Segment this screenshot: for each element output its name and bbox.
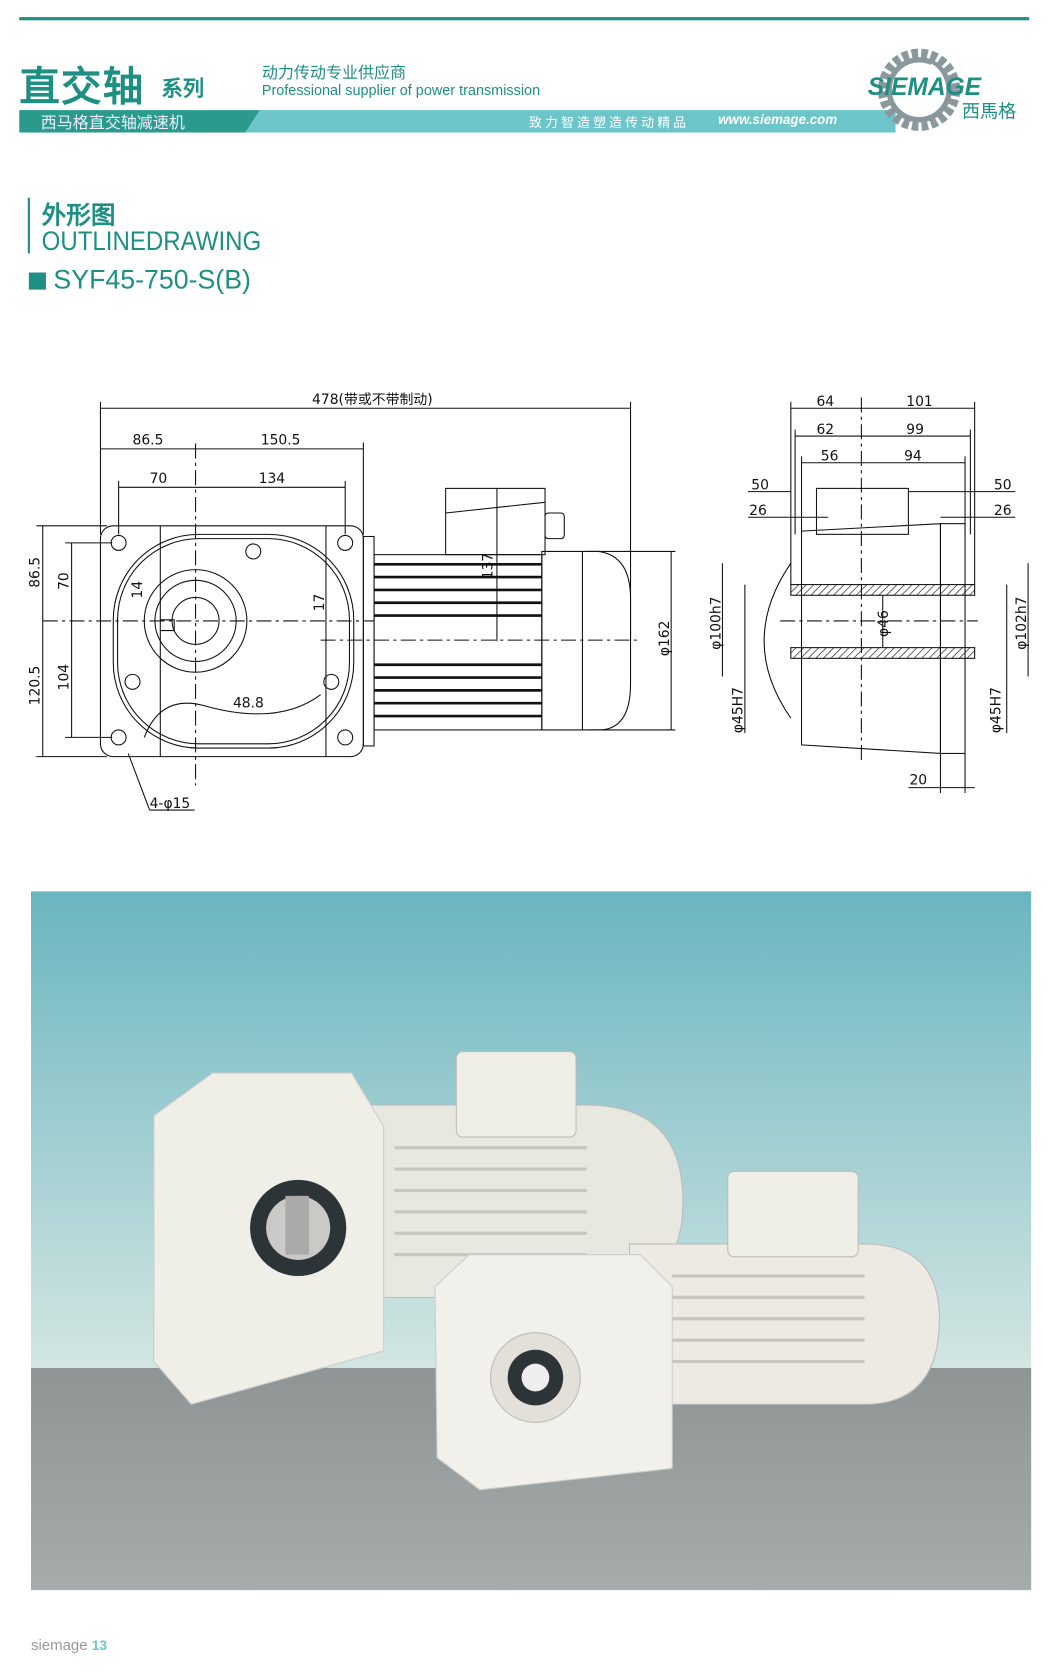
slogan: 致力智造塑造传动精品: [529, 115, 690, 131]
dim-label: 94: [904, 449, 922, 465]
dim-label: 150.5: [261, 433, 301, 449]
dim-label: φ45H7: [731, 687, 747, 733]
dim-label: 101: [906, 394, 932, 410]
section-title-en: OUTLINEDRAWING: [41, 226, 262, 257]
tagline-cn: 动力传动专业供应商: [261, 64, 407, 83]
side-view-dims: 64 101 62 99 56 94 50 26 50 26 φ100h7 φ4…: [708, 394, 1030, 788]
bullet-square: [28, 272, 46, 290]
model-number: SYF45-750-S(B): [53, 265, 251, 295]
dim-label: 104: [56, 664, 72, 691]
section-title-cn: 外形图: [41, 200, 116, 229]
dim-label: 26: [994, 503, 1012, 519]
gear-icon: [877, 48, 961, 131]
website-link[interactable]: www.siemage.com: [718, 112, 838, 128]
front-view: [36, 401, 676, 811]
dim-label: 99: [906, 422, 924, 438]
section-bar: [27, 197, 30, 254]
dim-label: φ162: [657, 621, 673, 657]
tagline-en: Professional supplier of power transmiss…: [261, 82, 541, 99]
dim-label: 26: [749, 503, 767, 519]
dim-label: 86.5: [133, 433, 164, 449]
logo-brand: SIEMAGE: [868, 74, 982, 101]
footer: siemage 13: [31, 1636, 107, 1653]
dim-label: 48.8: [233, 695, 264, 711]
page-title: 直交轴: [19, 65, 145, 111]
dim-label: 14: [130, 581, 146, 599]
dim-label: 50: [751, 477, 769, 493]
logo-brand-cn: 西馬格: [962, 102, 1016, 122]
outline-drawing: 478(带或不带制动) 86.5 150.5 70 134 86.5 120.5…: [28, 392, 1030, 812]
dim-label: 64: [816, 394, 834, 410]
dim-label: 86.5: [28, 557, 44, 588]
gear-motor-large: [153, 1051, 684, 1405]
dim-label: 20: [909, 772, 927, 788]
dim-label: 62: [816, 422, 834, 438]
footer-brand: siemage: [30, 1636, 88, 1654]
series-label: 系列: [161, 78, 205, 102]
header-rule: [19, 17, 1030, 21]
dim-label: 17: [312, 594, 328, 612]
dim-label: 4-φ15: [150, 796, 191, 812]
mount-hole: [110, 534, 354, 746]
front-view-dims: 478(带或不带制动) 86.5 150.5 70 134 86.5 120.5…: [28, 392, 673, 812]
dim-label: φ102h7: [1014, 597, 1030, 650]
header-band-dark: [19, 110, 260, 133]
band-label: 西马格直交轴减速机: [40, 114, 185, 133]
dim-label: 50: [994, 477, 1012, 493]
product-photo: [30, 891, 1032, 1591]
dim-label: φ46: [876, 610, 892, 637]
dim-label: 70: [150, 471, 168, 487]
dim-label: 70: [56, 572, 72, 590]
dim-label: φ100h7: [708, 597, 724, 650]
logo: SIEMAGE 西馬格: [868, 48, 1016, 131]
dim-label: 134: [259, 471, 286, 487]
dim-label: 56: [821, 449, 839, 465]
dim-overall-length: 478(带或不带制动): [312, 392, 433, 408]
dim-label: 120.5: [28, 666, 44, 706]
dim-label: φ45H7: [988, 687, 1004, 733]
gear-motor-small: [434, 1170, 940, 1491]
dim-label: 137: [481, 553, 497, 579]
side-view: [721, 397, 1029, 793]
page-number: 13: [91, 1637, 108, 1654]
